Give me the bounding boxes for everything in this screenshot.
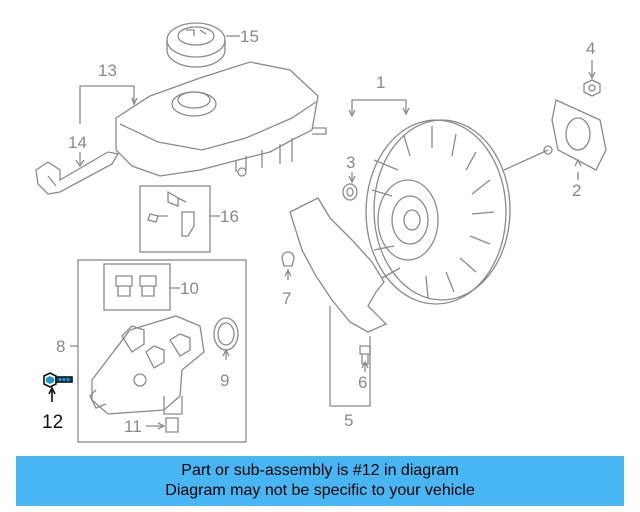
banner-line-2: Diagram may not be specific to your vehi… (165, 482, 475, 499)
callout-4: 4 (586, 39, 595, 58)
callout-9: 9 (220, 371, 229, 390)
nut-part (583, 79, 601, 97)
reservoir-cap-part (166, 22, 226, 68)
seal-kit-box (103, 263, 171, 311)
callout-11: 11 (124, 417, 142, 436)
heat-shield-part (289, 197, 388, 333)
callout-7: 7 (282, 289, 291, 308)
highlighted-bolt-part-12 (43, 372, 73, 388)
callout-5: 5 (344, 411, 353, 430)
callout-1: 1 (376, 73, 385, 92)
plug-part-7 (281, 251, 295, 267)
banner-line-1: Part or sub-assembly is #12 in diagram (181, 462, 459, 479)
grommet-part (342, 183, 358, 201)
master-cylinder-part (89, 315, 205, 415)
callout-2: 2 (572, 181, 581, 200)
leader-5 (329, 306, 371, 407)
callout-10: 10 (180, 279, 199, 298)
callout-6: 6 (358, 373, 367, 392)
callout-3: 3 (346, 153, 355, 172)
plug-part-11 (165, 417, 179, 433)
leader-13 (79, 85, 135, 124)
info-banner: Part or sub-assembly is #12 in diagram D… (16, 456, 624, 506)
callout-12-highlighted: 12 (42, 412, 63, 433)
level-sensor-part (35, 151, 120, 195)
gasket-part (551, 99, 607, 171)
leader-1 (351, 99, 407, 114)
callout-13: 13 (98, 61, 117, 80)
callout-8: 8 (56, 337, 65, 356)
callout-15: 15 (240, 27, 259, 46)
parts-diagram: 15 13 14 16 1 (35, 22, 607, 443)
brake-fluid-reservoir-part (115, 61, 327, 177)
brake-booster-part (365, 119, 553, 305)
o-ring-part (213, 317, 239, 351)
callout-16: 16 (220, 207, 239, 226)
callout-14: 14 (68, 133, 87, 152)
switch-group-box (139, 185, 211, 253)
master-cylinder-box (77, 259, 247, 443)
